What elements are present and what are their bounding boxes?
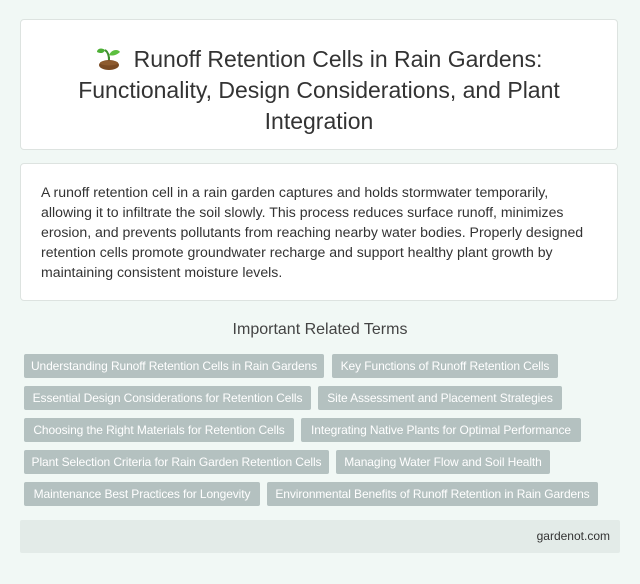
footer-site-link[interactable]: gardenot.com [536,529,610,543]
sprout-icon [96,48,120,70]
title-card: Runoff Retention Cells in Rain Gardens: … [20,19,618,150]
related-term-tag[interactable]: Plant Selection Criteria for Rain Garden… [24,450,329,474]
summary-card: A runoff retention cell in a rain garden… [20,163,618,301]
related-term-tag[interactable]: Environmental Benefits of Runoff Retenti… [267,482,598,506]
related-term-tag[interactable]: Site Assessment and Placement Strategies [318,386,562,410]
page-title-text: Runoff Retention Cells in Rain Gardens: … [78,46,560,134]
footer: gardenot.com [20,520,620,553]
summary-text: A runoff retention cell in a rain garden… [41,184,584,280]
related-term-tag[interactable]: Integrating Native Plants for Optimal Pe… [301,418,581,442]
related-term-tag[interactable]: Essential Design Considerations for Rete… [24,386,311,410]
related-term-tag[interactable]: Understanding Runoff Retention Cells in … [24,354,324,378]
related-terms-heading: Important Related Terms [232,321,408,338]
related-term-tag[interactable]: Choosing the Right Materials for Retenti… [24,418,294,442]
page-title: Runoff Retention Cells in Rain Gardens: … [51,44,587,137]
related-term-tag[interactable]: Key Functions of Runoff Retention Cells [332,354,558,378]
related-term-tag[interactable]: Managing Water Flow and Soil Health [336,450,550,474]
related-term-tag[interactable]: Maintenance Best Practices for Longevity [24,482,260,506]
